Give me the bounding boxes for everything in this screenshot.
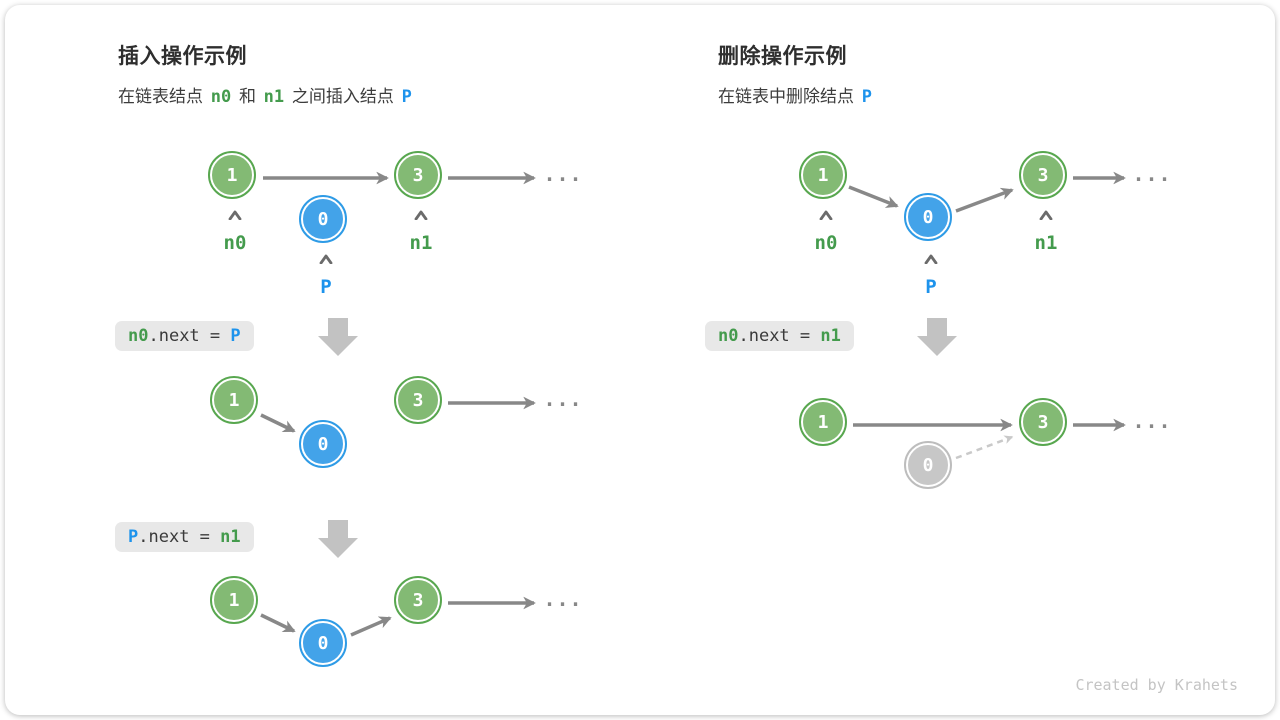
node-value-0-p: 0	[299, 420, 347, 468]
node-value-1: 1	[210, 576, 258, 624]
caret-up-icon	[228, 207, 242, 221]
insert-panel-title: 插入操作示例	[118, 45, 247, 68]
text-token: 在链表结点	[118, 87, 208, 106]
node-value-1: 1	[799, 151, 847, 199]
text-token: n0	[210, 87, 232, 107]
arrow-delete1-a-to-p	[848, 185, 899, 208]
ellipsis: ...	[1132, 409, 1172, 433]
node-value-0-p: 0	[299, 619, 347, 667]
text-token: n1	[263, 87, 285, 107]
delete-panel-title: 删除操作示例	[718, 45, 847, 68]
caret-up-icon	[414, 207, 428, 221]
text-token: .next =	[138, 527, 221, 547]
pointer-label-p: P	[320, 276, 332, 298]
arrow-insert2-a-to-p	[260, 413, 296, 433]
down-arrow-icon	[318, 520, 358, 558]
caret-up-icon	[924, 251, 938, 265]
delete-panel-subtitle: 在链表中删除结点 P	[718, 82, 875, 107]
down-arrow-icon	[318, 318, 358, 356]
arrow-delete1-p-to-b	[955, 187, 1014, 213]
node-value-0-removed: 0	[904, 441, 952, 489]
node-value-3: 3	[1019, 151, 1067, 199]
node-value-0-p: 0	[904, 193, 952, 241]
ellipsis: ...	[543, 587, 583, 611]
caret-up-icon	[819, 207, 833, 221]
text-token: 之间插入结点	[287, 87, 399, 106]
code-box-n0-next-n1: n0.next = n1	[705, 321, 854, 351]
caret-up-icon	[319, 251, 333, 265]
code-box-n0-next-p: n0.next = P	[115, 321, 254, 351]
text-token: n0	[128, 326, 149, 346]
text-token: n1	[220, 527, 241, 547]
insert-panel-subtitle: 在链表结点 n0 和 n1 之间插入结点 P	[118, 82, 415, 107]
down-arrow-icon	[917, 318, 957, 356]
arrow-insert3-a-to-p	[260, 613, 296, 633]
pointer-label-n1: n1	[409, 232, 433, 254]
text-token: 在链表中删除结点	[718, 87, 859, 106]
node-value-3: 3	[394, 576, 442, 624]
node-value-1: 1	[210, 376, 258, 424]
text-token: P	[861, 87, 872, 107]
text-token: P	[230, 326, 241, 346]
text-token: .next =	[148, 326, 231, 346]
ellipsis: ...	[543, 162, 583, 186]
ellipsis: ...	[543, 387, 583, 411]
text-token: n1	[820, 326, 841, 346]
text-token: 和	[234, 87, 261, 106]
pointer-label-p: P	[925, 276, 937, 298]
pointer-label-n1: n1	[1034, 232, 1058, 254]
node-value-0-p: 0	[299, 195, 347, 243]
arrow-insert3-p-to-b	[350, 616, 392, 637]
caret-up-icon	[1039, 207, 1053, 221]
node-value-3: 3	[394, 376, 442, 424]
watermark: Created by Krahets	[1075, 676, 1238, 694]
arrow-delete2-p-to-b-dashed	[955, 435, 1014, 460]
text-token: P	[401, 87, 412, 107]
ellipsis: ...	[1132, 162, 1172, 186]
pointer-label-n0: n0	[223, 232, 247, 254]
code-box-p-next-n1: P.next = n1	[115, 522, 254, 552]
text-token: .next =	[738, 326, 821, 346]
node-value-1: 1	[208, 151, 256, 199]
pointer-label-n0: n0	[814, 232, 838, 254]
node-value-1: 1	[799, 398, 847, 446]
node-value-3: 3	[394, 151, 442, 199]
text-token: P	[128, 527, 139, 547]
text-token: n0	[718, 326, 739, 346]
node-value-3: 3	[1019, 398, 1067, 446]
